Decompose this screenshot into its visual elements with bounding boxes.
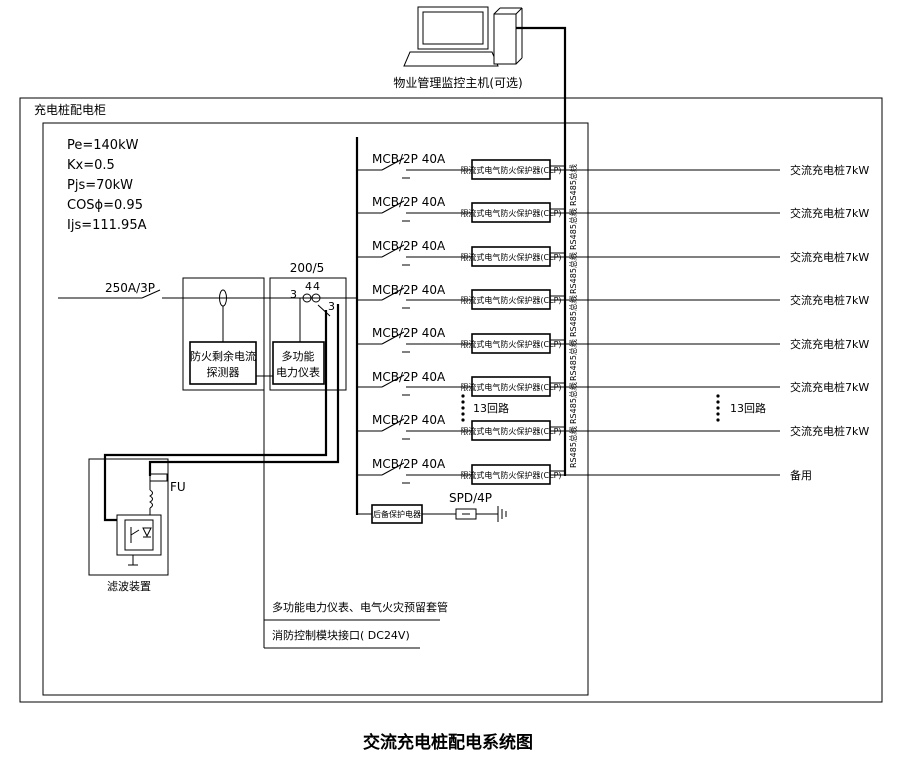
rs485-label-6: RS485总线	[568, 382, 578, 424]
meter-outer-box	[269, 277, 347, 391]
param-pjs: Pjs=70kW	[67, 178, 133, 193]
breaker-contact-icon	[381, 244, 405, 258]
filter-box	[88, 458, 169, 576]
branch-8: MCB/2P 40A 限流式电气防火保护器(CLP) 备用	[357, 457, 812, 485]
rs485-ties	[550, 165, 565, 472]
igbt-leg	[130, 529, 140, 536]
ct-coil-2-icon	[311, 293, 321, 303]
monitor-host-icon	[403, 6, 523, 67]
ground-icon	[497, 506, 507, 522]
param-kx: Kx=0.5	[67, 158, 115, 173]
clp-label: 限流式电气防火保护器(CLP)	[460, 165, 561, 175]
branch-6: MCB/2P 40A 限流式电气防火保护器(CLP) 交流充电桩7kW	[357, 370, 869, 397]
ellipsis-dots-left	[461, 394, 465, 422]
branch-3: MCB/2P 40A 限流式电气防火保护器(CLP) 交流充电桩7kW	[357, 239, 869, 267]
breaker-contact-icon	[381, 374, 405, 388]
ct-pin-1: 3	[290, 288, 297, 301]
cabinet-label: 充电桩配电柜	[34, 102, 106, 117]
branch-5: MCB/2P 40A 限流式电气防火保护器(CLP) 交流充电桩7kW	[357, 326, 869, 354]
breaker-contact-icon	[381, 462, 405, 476]
detector-label-1: 防火剩余电流	[190, 349, 256, 363]
load-label: 交流充电桩7kW	[790, 424, 869, 438]
ct-pin-3: 4	[313, 280, 320, 293]
ellipsis-dots-right	[716, 394, 720, 422]
filter-inner-icon	[124, 519, 154, 551]
filter-return-line	[103, 310, 328, 522]
clp-label: 限流式电气防火保护器(CLP)	[460, 252, 561, 262]
branch-4: MCB/2P 40A 限流式电气防火保护器(CLP) 交流充电桩7kW	[357, 283, 869, 310]
inductor-icon	[149, 489, 153, 509]
figure-title: 交流充电桩配电系统图	[363, 732, 533, 753]
loop-count-right: 13回路	[730, 402, 766, 415]
branch-1: MCB/2P 40A 限流式电气防火保护器(CLP) 交流充电桩7kW	[357, 152, 869, 180]
rs485-label-2: RS485总线	[568, 208, 578, 250]
load-label: 交流充电桩7kW	[790, 250, 869, 264]
cabinet-outer-border	[19, 97, 883, 703]
filter-feed-line	[148, 304, 340, 476]
branch-breaker-label: MCB/2P 40A	[372, 370, 446, 384]
param-cos: COSϕ=0.95	[67, 198, 143, 213]
ct-ratio-label: 200/5	[290, 261, 325, 275]
meter-label-1: 多功能	[282, 349, 315, 363]
rs485-host-link	[516, 26, 567, 166]
breaker-contact-icon	[381, 418, 405, 432]
rs485-label-5: RS485总线	[568, 339, 578, 381]
load-label: 交流充电桩7kW	[790, 380, 869, 394]
detector-label-2: 探测器	[207, 366, 240, 379]
load-label: 交流充电桩7kW	[790, 163, 869, 177]
cabinet-inner-frame	[42, 122, 589, 696]
load-label: 交流充电桩7kW	[790, 293, 869, 307]
breaker-contact-icon	[381, 287, 405, 301]
fu-label: FU	[170, 480, 186, 494]
branch-breaker-label: MCB/2P 40A	[372, 457, 446, 471]
host-label: 物业管理监控主机(可选)	[393, 75, 522, 90]
branch-2: MCB/2P 40A 限流式电气防火保护器(CLP) 交流充电桩7kW	[357, 195, 869, 223]
loop-count-left: 13回路	[473, 402, 509, 415]
breaker-contact-icon	[381, 200, 405, 214]
clp-label: 限流式电气防火保护器(CLP)	[460, 426, 561, 436]
diode-icon	[142, 527, 152, 538]
rs485-label-3: RS485总线	[568, 252, 578, 294]
clp-label: 限流式电气防火保护器(CLP)	[460, 339, 561, 349]
branch-breaker-label: MCB/2P 40A	[372, 195, 446, 209]
rs485-label-7: RS485总线	[568, 426, 578, 468]
branch-breaker-label: MCB/2P 40A	[372, 326, 446, 340]
detector-outer-box	[182, 277, 265, 391]
rs485-label-1: RS485总线	[568, 164, 578, 206]
main-breaker-label: 250A/3P	[105, 281, 155, 295]
ct-pin-2: 4	[305, 280, 312, 293]
meter-label-2: 电力仪表	[276, 365, 320, 379]
ct-pin-4: 3	[328, 300, 335, 313]
param-pe: Pe=140kW	[67, 138, 139, 153]
filter-module-icon	[116, 514, 162, 556]
param-ijs: Ijs=111.95A	[67, 218, 147, 233]
backup-protector-label: 后备保护电器	[373, 509, 421, 519]
branch-breaker-label: MCB/2P 40A	[372, 283, 446, 297]
load-label: 交流充电桩7kW	[790, 337, 869, 351]
load-label: 备用	[790, 468, 812, 482]
fuse-icon	[149, 473, 168, 482]
note-2: 消防控制模块接口( DC24V)	[272, 628, 410, 642]
ct-coil-1-icon	[302, 293, 312, 303]
fire-residual-detector	[189, 341, 257, 385]
branch-breaker-label: MCB/2P 40A	[372, 239, 446, 253]
spd-label: SPD/4P	[449, 491, 492, 505]
load-label: 交流充电桩7kW	[790, 206, 869, 220]
multifunction-meter	[272, 341, 325, 385]
main-breaker-contact	[141, 289, 161, 299]
note-1: 多功能电力仪表、电气火灾预留套管	[272, 600, 448, 614]
branch-breaker-label: MCB/2P 40A	[372, 413, 446, 427]
breaker-contact-icon	[381, 331, 405, 345]
clp-label: 限流式电气防火保护器(CLP)	[460, 208, 561, 218]
clp-label: 限流式电气防火保护器(CLP)	[460, 470, 561, 480]
ct-tap	[317, 304, 331, 317]
clp-label: 限流式电气防火保护器(CLP)	[460, 295, 561, 305]
rs485-label-4: RS485总线	[568, 295, 578, 337]
filter-label: 滤波装置	[107, 580, 151, 593]
branch-breaker-label: MCB/2P 40A	[372, 152, 446, 166]
clp-label: 限流式电气防火保护器(CLP)	[460, 382, 561, 392]
branch-7: MCB/2P 40A 限流式电气防火保护器(CLP) 交流充电桩7kW	[357, 413, 869, 441]
breaker-contact-icon	[381, 157, 405, 171]
